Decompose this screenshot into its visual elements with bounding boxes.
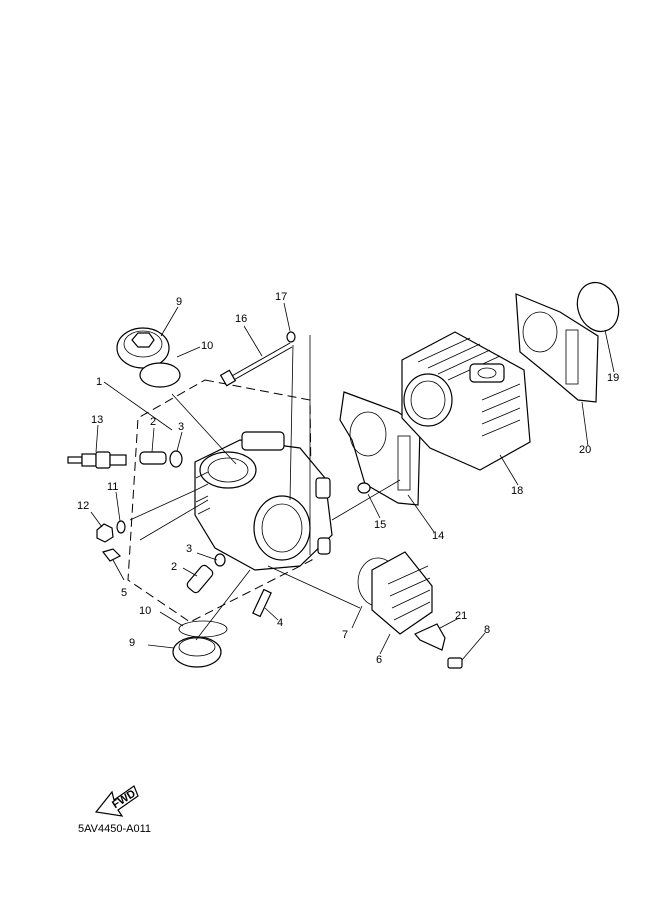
callout-5: 5 [121,587,127,599]
filler-cap-lower [172,620,228,668]
valve-parts [139,450,272,618]
cylinder [401,331,531,471]
callout-6: 6 [376,654,382,666]
cylinder-head [194,431,333,571]
spark-plug [67,451,127,469]
filler-cap-upper [116,327,181,388]
side-cover [357,551,433,635]
base-gasket [515,293,599,403]
callout-9-upper: 9 [176,296,182,308]
diagram-code: 5AV4450-A011 [78,823,151,835]
callouts: 9 10 1 13 2 3 11 12 5 3 2 4 10 9 16 17 1… [77,291,619,666]
callout-9-lower: 9 [129,637,135,649]
callout-17: 17 [275,291,287,303]
small-fasteners [96,520,126,562]
callout-2-upper: 2 [150,416,156,428]
callout-4: 4 [277,617,283,629]
callout-12: 12 [77,500,89,512]
callout-2-lower: 2 [171,561,177,573]
callout-19: 19 [607,372,619,384]
callout-3-lower: 3 [186,543,192,555]
callout-10-upper: 10 [201,340,213,352]
callout-11: 11 [107,481,118,493]
callout-20: 20 [579,444,591,456]
leader-lines [90,302,615,661]
bracket-and-bolt [414,623,463,669]
callout-1: 1 [96,376,102,388]
callout-8: 8 [484,624,490,636]
callout-7: 7 [342,629,348,641]
callout-3-upper: 3 [178,421,184,433]
callout-21: 21 [455,610,467,622]
o-ring [576,281,620,333]
dowel-pin [357,482,371,494]
callout-13: 13 [91,414,103,426]
callout-18: 18 [511,485,523,497]
callout-14: 14 [432,530,444,542]
callout-15: 15 [374,519,386,531]
fwd-arrow-icon: FWD [94,785,139,817]
long-bolt [219,331,296,387]
callout-16: 16 [235,313,247,325]
callout-10-lower: 10 [139,605,151,617]
